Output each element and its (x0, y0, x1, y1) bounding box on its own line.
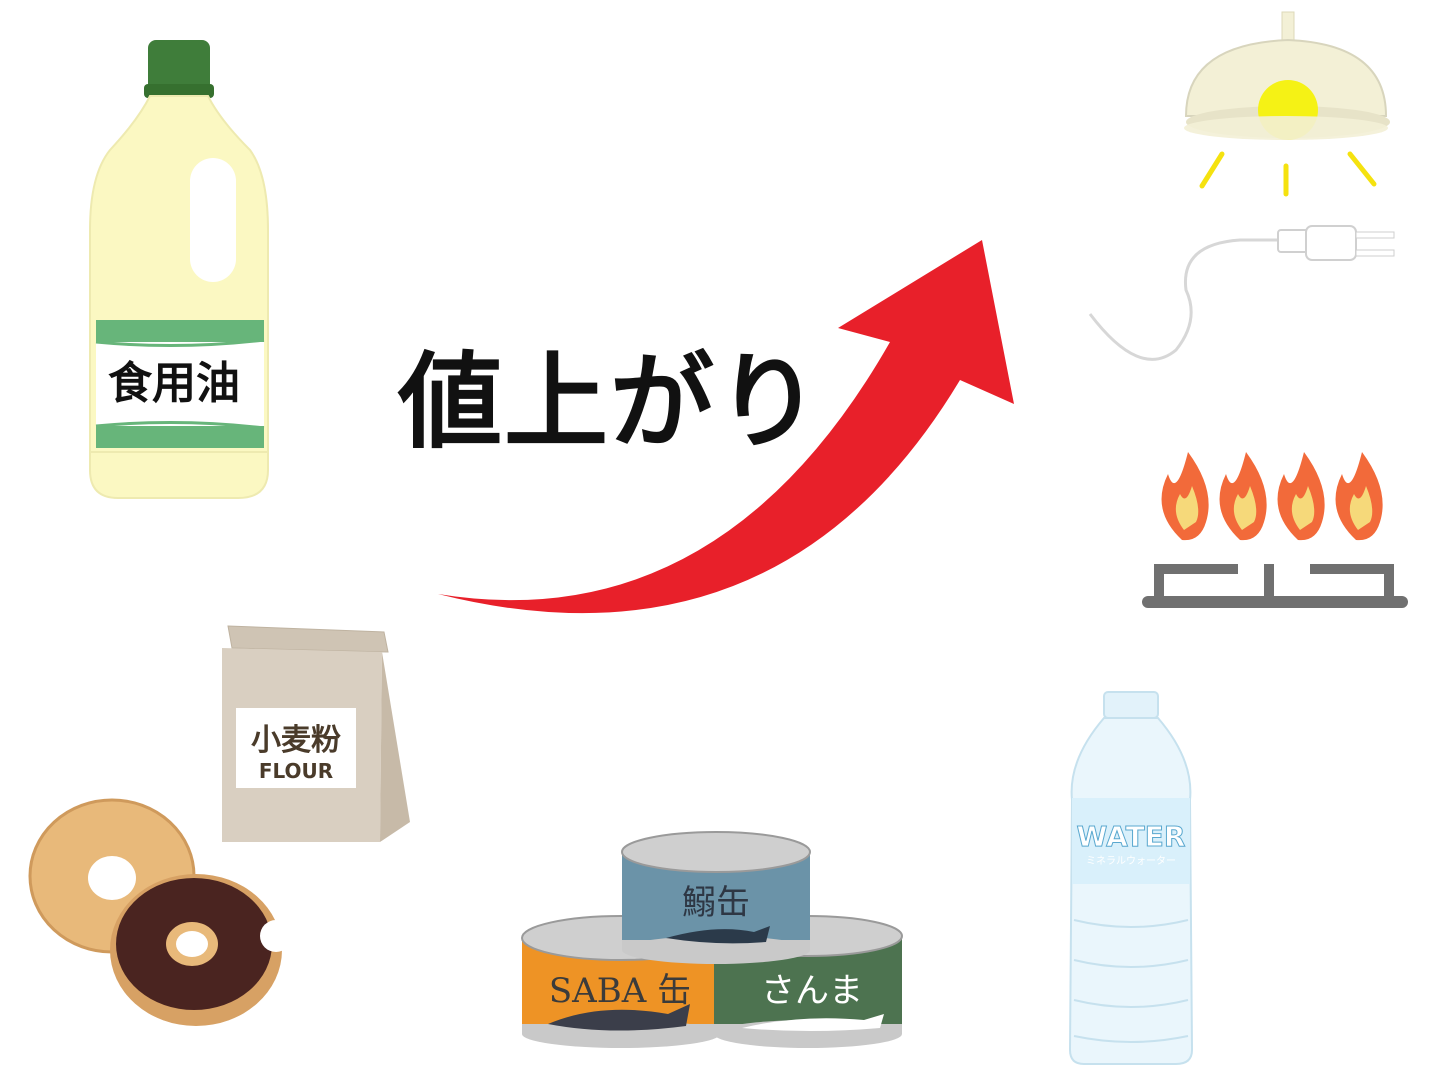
headline-text: 値上がり (397, 341, 822, 463)
ceiling-lamp-icon (1184, 11, 1390, 197)
can-right-label: さんま (761, 971, 863, 1011)
canned-fish-icon: SABA 缶 さんま 鰯缶 (521, 831, 903, 1048)
up-arrow-icon (438, 240, 1014, 614)
water-bottle-icon: WATER ミネラルウォーター (1068, 691, 1194, 1065)
oil-bottle-cap (148, 40, 210, 92)
plug-icon (1088, 225, 1395, 361)
donut-icon (28, 798, 292, 1026)
gas-flame-icon (1142, 452, 1408, 608)
oil-bottle-handle (190, 158, 236, 282)
can-left-label: SABA 缶 (549, 971, 691, 1011)
water-sublabel: ミネラルウォーター (1086, 855, 1176, 867)
flour-label-en: FLOUR (259, 759, 333, 783)
flour-label-jp: 小麦粉 (251, 723, 341, 758)
burner-grate (1142, 564, 1408, 608)
flame (1161, 452, 1209, 541)
can-iwashi: 鰯缶 (621, 831, 811, 964)
can-top-label: 鰯缶 (682, 883, 750, 923)
flour-label-panel (236, 708, 356, 788)
flour-bag-icon: 小麦粉 FLOUR (222, 625, 410, 842)
water-label: WATER (1077, 820, 1186, 853)
oil-label: 食用油 (108, 358, 240, 409)
oil-bottle-icon: 食用油 (89, 40, 269, 499)
